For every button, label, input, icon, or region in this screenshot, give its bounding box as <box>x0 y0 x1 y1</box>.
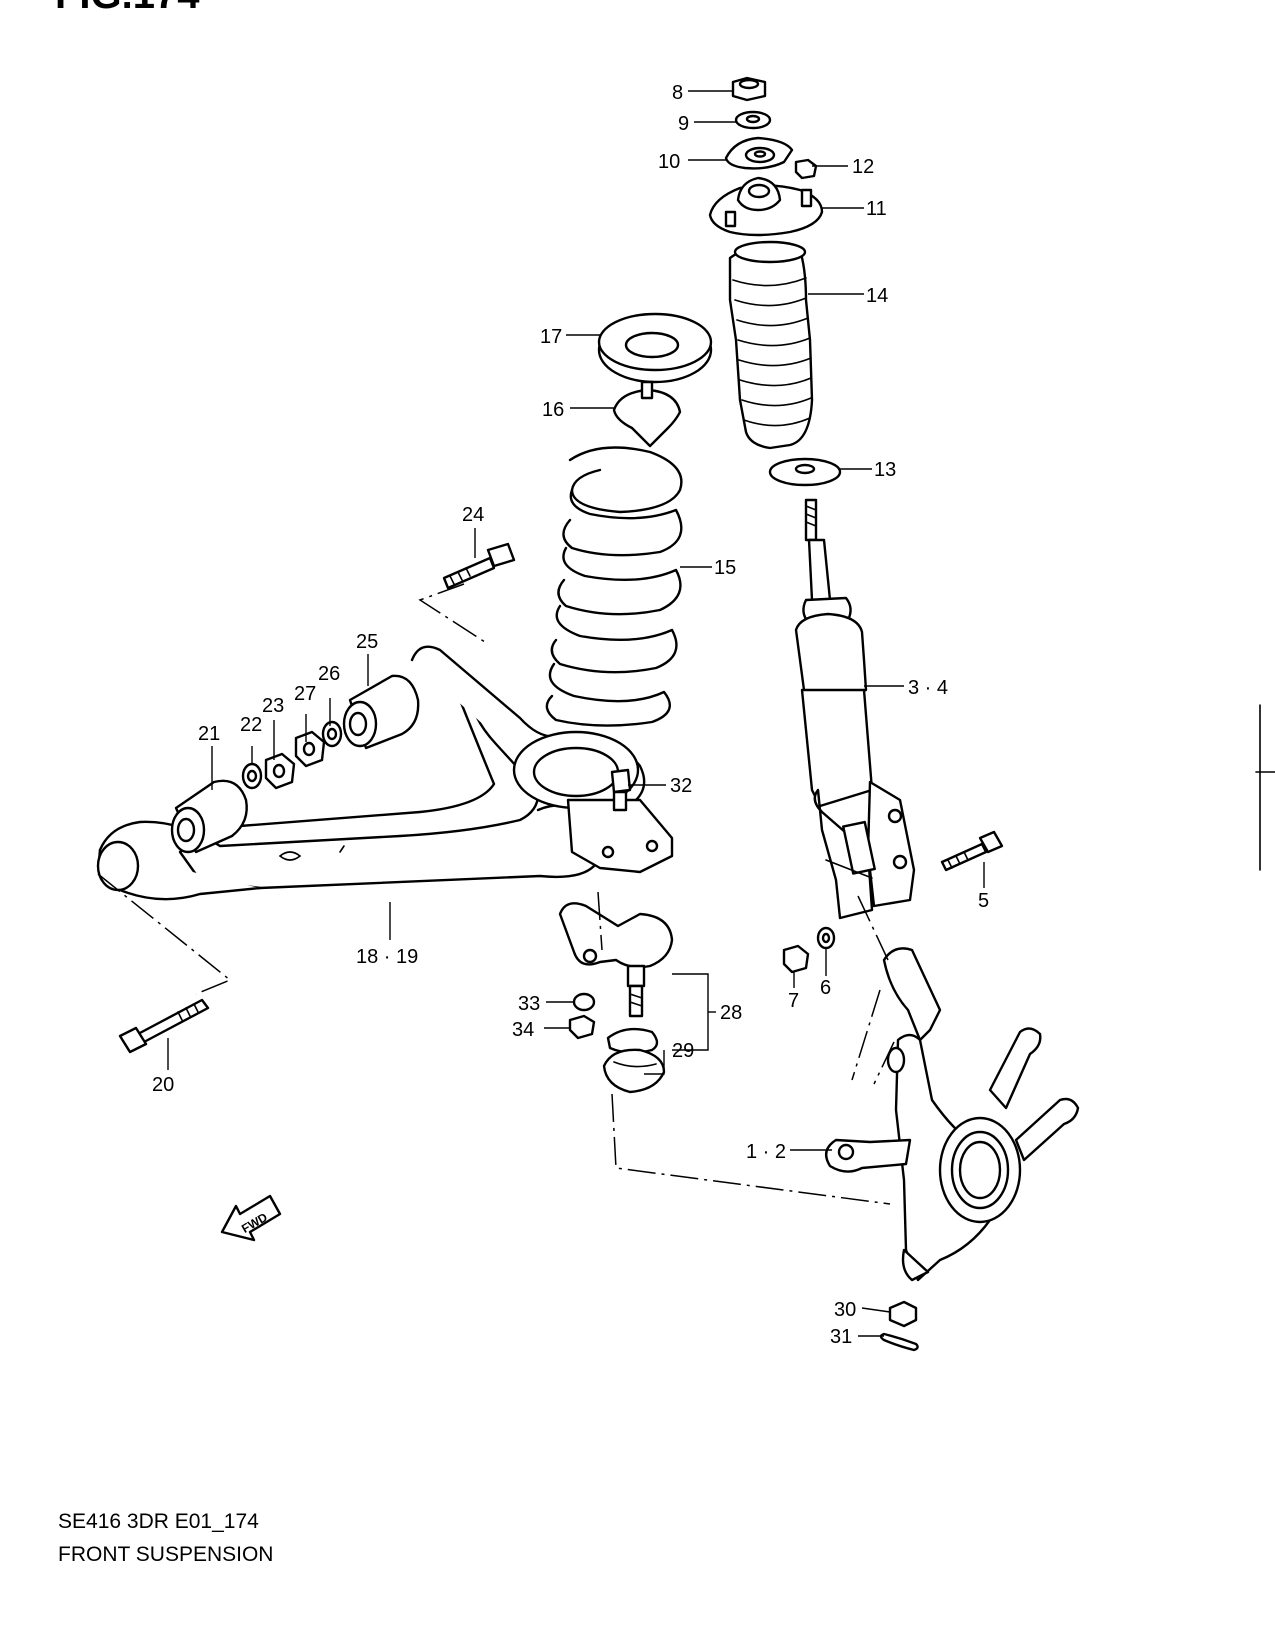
callout-20: 20 <box>152 1074 174 1096</box>
callout-33: 33 <box>518 993 540 1015</box>
part-6-washer <box>816 926 836 950</box>
part-27-nut <box>294 730 326 768</box>
part-5-bolt <box>940 830 1004 872</box>
part-20-bolt <box>118 998 210 1054</box>
margin-mark <box>1255 704 1275 871</box>
part-22-washer <box>241 762 263 790</box>
part-16-bump-stop <box>612 380 682 448</box>
callout-18-19: 18 · 19 <box>356 946 418 968</box>
part-29-boot <box>602 1027 666 1094</box>
part-11-strut-mount <box>708 176 824 237</box>
part-23-nut <box>264 752 296 790</box>
callout-3-4: 3 · 4 <box>908 677 948 699</box>
callout-11: 11 <box>866 198 887 220</box>
part-31-cotter-pin <box>879 1332 919 1352</box>
callout-13: 13 <box>874 459 896 481</box>
callout-26: 26 <box>318 663 340 685</box>
callout-21: 21 <box>198 723 220 745</box>
part-25-bushing <box>342 674 420 750</box>
callout-30: 30 <box>834 1299 856 1321</box>
part-7-nut <box>782 944 810 974</box>
assembly-lines <box>97 583 895 1205</box>
part-24-bolt <box>442 542 516 590</box>
callout-25: 25 <box>356 631 378 653</box>
callout-labels: 8 9 10 12 11 14 17 16 13 24 15 25 26 27 … <box>152 82 989 1348</box>
callout-14: 14 <box>866 285 888 307</box>
callout-10: 10 <box>658 151 680 173</box>
part-26-washer <box>321 720 343 748</box>
part-3-4-strut <box>794 498 916 920</box>
part-17-spring-seat <box>597 312 713 384</box>
callout-7: 7 <box>788 990 799 1012</box>
diagram-code: SE416 3DR E01_174 <box>58 1510 259 1533</box>
diagram-title: FRONT SUSPENSION <box>58 1543 274 1566</box>
callout-5: 5 <box>978 890 989 912</box>
part-8-nut <box>731 76 767 102</box>
callout-16: 16 <box>542 399 564 421</box>
callout-29: 29 <box>672 1040 694 1062</box>
part-21-bushing <box>170 779 248 854</box>
callout-28: 28 <box>720 1002 742 1024</box>
leader-lines <box>167 90 985 1337</box>
callout-6: 6 <box>820 977 831 999</box>
callout-8: 8 <box>672 82 683 104</box>
part-12-nut <box>794 158 818 180</box>
callout-9: 9 <box>678 113 689 135</box>
part-28-ball-joint <box>558 902 674 1018</box>
callout-32: 32 <box>670 775 692 797</box>
callout-34: 34 <box>512 1019 534 1041</box>
figure-number: FIG.174 <box>55 0 200 17</box>
callout-31: 31 <box>830 1326 852 1348</box>
callout-24: 24 <box>462 504 484 526</box>
part-9-washer <box>734 110 772 130</box>
part-34-nut <box>568 1014 596 1040</box>
part-18-19-lower-control-arm <box>96 645 674 901</box>
part-32-bolt <box>610 768 632 812</box>
part-14-dust-boot <box>728 240 814 450</box>
part-15-coil-spring <box>545 446 683 727</box>
part-13-bump-washer <box>768 457 842 487</box>
part-30-castle-nut <box>888 1300 918 1328</box>
part-1-2-steering-knuckle <box>824 947 1080 1282</box>
part-10-plate <box>724 136 794 170</box>
callout-1-2: 1 · 2 <box>746 1141 786 1163</box>
fwd-arrow-icon: FWD <box>220 1194 282 1242</box>
callout-22: 22 <box>240 714 262 736</box>
callout-15: 15 <box>714 557 736 579</box>
callout-27: 27 <box>294 683 316 705</box>
callout-17: 17 <box>540 326 562 348</box>
callout-23: 23 <box>262 695 284 717</box>
callout-12: 12 <box>852 156 874 178</box>
part-33-nut <box>572 992 596 1012</box>
